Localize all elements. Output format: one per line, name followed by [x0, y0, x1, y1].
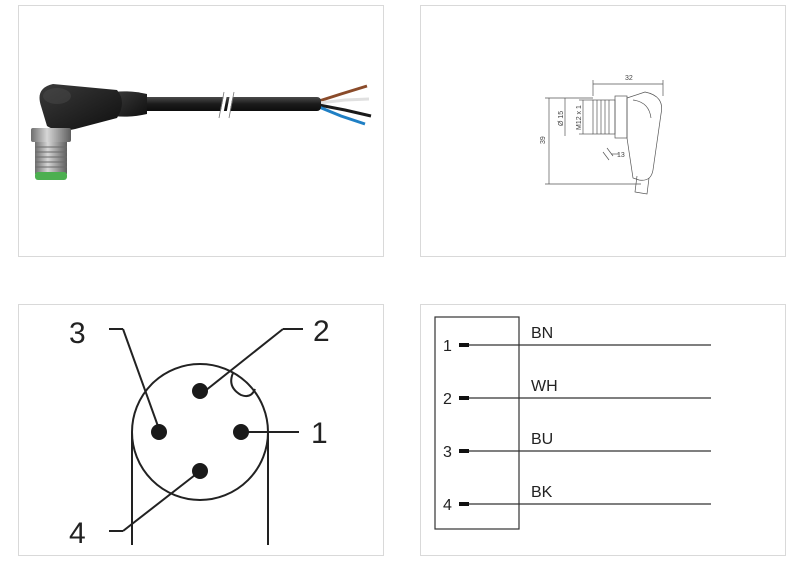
- wire-pin-2: 2: [443, 391, 452, 408]
- wiring-diagram: 1 BN 2 WH 3 BU 4 BK: [434, 316, 711, 530]
- product-photo-panel: [18, 5, 384, 257]
- dim-diameter-label: Ø 15: [558, 111, 565, 126]
- coupling-nut: [31, 128, 71, 142]
- pin-layout-diagram: 1 2 3 4: [69, 315, 330, 550]
- pin-label-3: 3: [69, 317, 86, 350]
- pin-4: [192, 463, 208, 479]
- connector-box: [434, 316, 520, 530]
- wire-color-3: BU: [531, 431, 553, 448]
- wire-pin-4: 4: [443, 497, 452, 514]
- wire-row: 2 WH: [443, 378, 711, 408]
- pin-2: [192, 383, 208, 399]
- wire-white: [318, 97, 370, 105]
- wire-color-2: WH: [531, 378, 558, 395]
- pin-label-1: 1: [311, 417, 328, 450]
- dim-thread-label: M12 x 1: [576, 105, 583, 130]
- coding-notch: [230, 372, 256, 398]
- strain-relief: [114, 91, 147, 117]
- green-ring: [35, 172, 67, 180]
- connector-cable-illustration: [31, 84, 372, 180]
- pin-label-4: 4: [69, 517, 86, 550]
- dimension-drawing: 32 39 Ø 15 M12 x 1 13: [540, 75, 664, 195]
- pin-3: [151, 424, 167, 440]
- dim-width-label: 32: [625, 75, 633, 82]
- wire-blue: [318, 105, 366, 126]
- wire-black: [318, 103, 372, 118]
- cable-break-mark: [219, 91, 228, 119]
- wire-brown: [318, 84, 368, 103]
- dim-wrench-label: 13: [617, 152, 625, 159]
- dimension-drawing-panel: 32 39 Ø 15 M12 x 1 13: [420, 5, 786, 257]
- wire-row: 3 BU: [443, 431, 711, 461]
- connector-body: [39, 84, 122, 131]
- pin-1: [233, 424, 249, 440]
- wire-row: 4 BK: [443, 484, 711, 514]
- pin-layout-panel: 1 2 3 4: [18, 304, 384, 556]
- wiring-diagram-panel: 1 BN 2 WH 3 BU 4 BK: [420, 304, 786, 556]
- cable-break-mark: [225, 91, 234, 119]
- wire-color-4: BK: [531, 484, 553, 501]
- pin-label-2: 2: [313, 315, 330, 348]
- wire-row: 1 BN: [443, 325, 711, 355]
- wire-pin-3: 3: [443, 444, 452, 461]
- wire-color-1: BN: [531, 325, 553, 342]
- dim-height-label: 39: [540, 136, 547, 144]
- wire-pin-1: 1: [443, 338, 452, 355]
